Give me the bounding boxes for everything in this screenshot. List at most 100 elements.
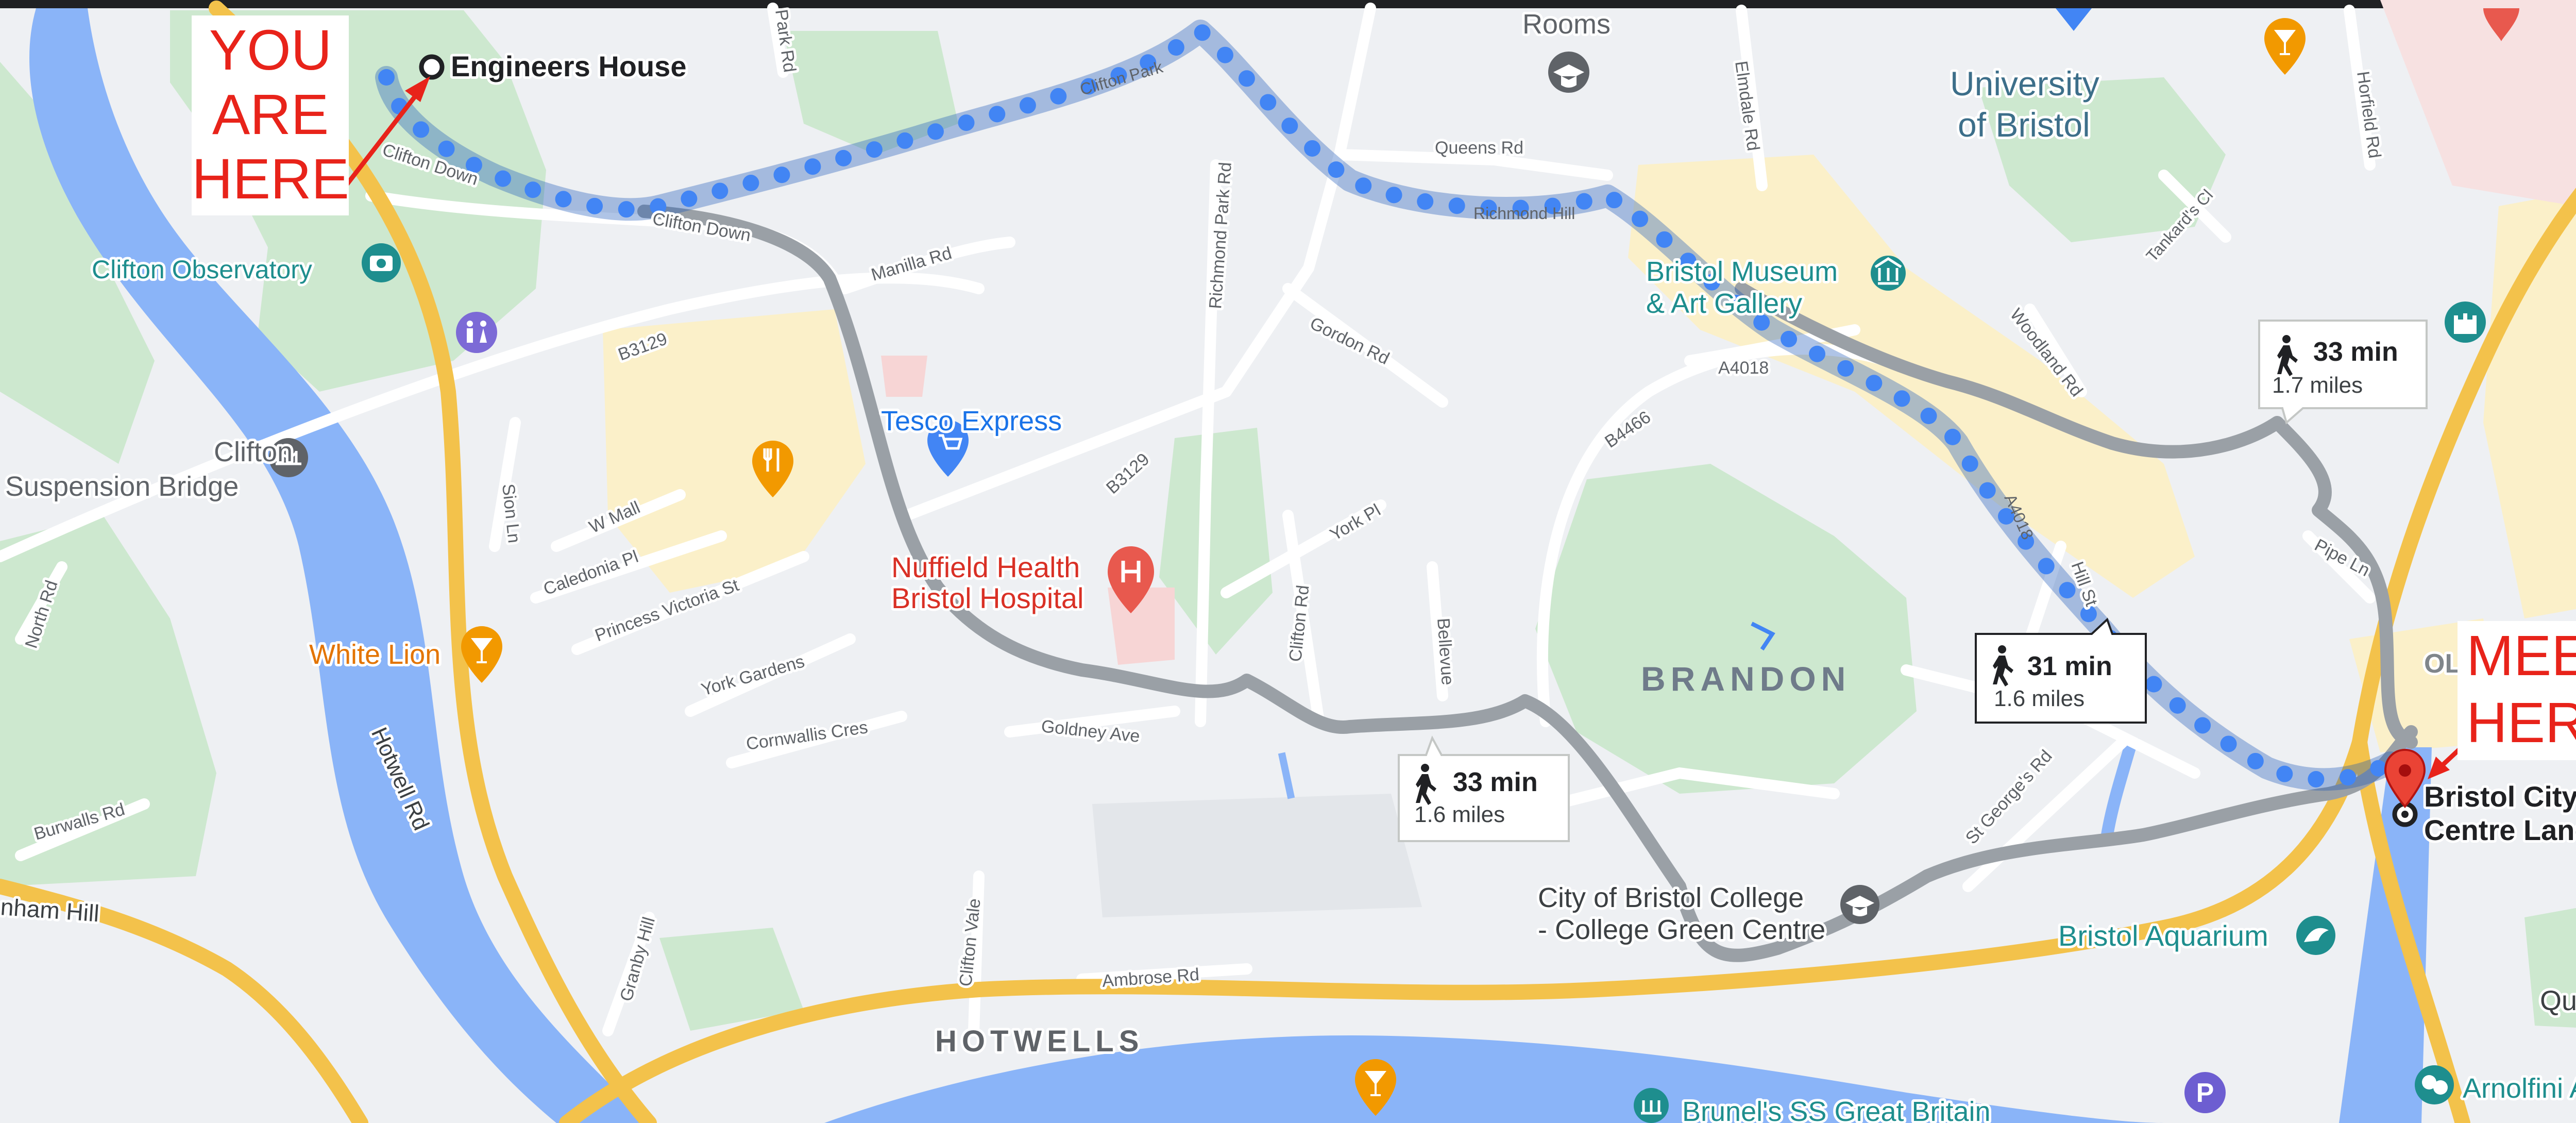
destination-marker[interactable]: [2384, 748, 2426, 827]
label-queen-sq[interactable]: Queen Sq: [2537, 983, 2576, 1019]
label-queens-rd: Queens Rd: [1435, 138, 1523, 158]
label-college-1[interactable]: City of Bristol College: [1535, 880, 1806, 916]
route-callout-south[interactable]: 33 min 1.6 miles: [1398, 735, 1570, 842]
route-callout-active[interactable]: 31 min 1.6 miles: [1975, 617, 2147, 724]
callout-distance: 1.6 miles: [1414, 802, 1505, 827]
label-tesco[interactable]: Tesco Express: [878, 403, 1064, 439]
label-museum-2[interactable]: & Art Gallery: [1643, 286, 1805, 322]
destination-pin-icon[interactable]: [2384, 748, 2426, 809]
callout-distance: 1.7 miles: [2272, 373, 2363, 398]
brandon-hill-park: [1535, 464, 1917, 794]
cocktail-icon-ne[interactable]: [2264, 18, 2306, 75]
queen-square-park: [2524, 908, 2576, 1028]
graduation-cap-icon-college[interactable]: [1840, 885, 1879, 924]
arrow-meet-here-head: [2428, 757, 2450, 779]
bridge-icon[interactable]: [269, 438, 308, 477]
cocktail-icon[interactable]: [461, 626, 502, 683]
museum-icon-ss[interactable]: [1634, 1088, 1669, 1123]
road-richmond-park: [1195, 159, 1222, 727]
road-woodland: [2024, 304, 2087, 397]
marker-ne-icon: [2483, 8, 2519, 41]
road-burwalls: [15, 798, 150, 861]
top-bar: [0, 0, 2576, 8]
alternate-routes: [637, 205, 2418, 962]
meet-here-line-1: MEET: [2466, 624, 2576, 688]
transit-marker-icon: [2056, 8, 2092, 31]
road-goldney: [1004, 706, 1180, 738]
university-green: [1978, 77, 2226, 242]
cocktail-icon-hotwells[interactable]: [1355, 1059, 1396, 1116]
origin-marker[interactable]: [419, 54, 445, 80]
clifton-village: [603, 309, 866, 593]
hospital-icon[interactable]: [1108, 546, 1154, 613]
route-alt-south: [637, 205, 2418, 962]
stream-brandon: [2101, 735, 2139, 836]
block-pink-ne: [2380, 0, 2576, 206]
label-destination-1[interactable]: Bristol City: [2421, 778, 2576, 815]
road-park: [767, 3, 789, 78]
fork-knife-icon[interactable]: [752, 441, 793, 497]
road-cornwallis: [726, 711, 907, 768]
arrow-you-are-here: [338, 89, 422, 195]
label-suspension-bridge-1[interactable]: Clifton: [211, 434, 295, 470]
label-ss-great-britain[interactable]: Brunel's SS Great Britain: [1680, 1094, 1993, 1123]
road-granby: [602, 912, 655, 1036]
shopping-cart-icon[interactable]: [927, 420, 969, 477]
road-b4466: [1536, 343, 1891, 727]
road-princess-victoria: [571, 551, 809, 655]
gorge-park-sw: [0, 515, 216, 886]
callout-box: [1975, 617, 2147, 724]
misc-blocks: [1092, 0, 2576, 917]
road-clifton: [1282, 510, 1325, 727]
label-university-2[interactable]: of Bristol: [1955, 103, 2093, 146]
label-nuffield-1[interactable]: Nuffield Health: [889, 548, 1082, 586]
park-hotwells: [659, 928, 804, 1031]
label-richmond-hill: Richmond Hill: [1473, 204, 1575, 223]
park-areas: [0, 10, 2576, 1031]
park-mid: [1159, 428, 1273, 655]
label-college-2[interactable]: - College Green Centre: [1535, 912, 1828, 948]
road-ambrose: [1076, 963, 1252, 985]
walking-person-icon: [2277, 335, 2298, 376]
parking-icon[interactable]: P: [2184, 1072, 2226, 1113]
dolphin-icon[interactable]: [2296, 916, 2335, 955]
gorge-park-west: [0, 62, 155, 464]
road-w-mall: [551, 489, 686, 552]
road-st-georges: [1962, 736, 2128, 892]
castle-icon[interactable]: [2445, 301, 2486, 343]
road-tankards: [2158, 170, 2231, 243]
grounds-north: [881, 356, 927, 397]
graduation-cap-icon[interactable]: [1548, 52, 1589, 93]
label-destination-2[interactable]: Centre Landing: [2421, 811, 2576, 849]
label-origin[interactable]: Engineers House: [448, 47, 689, 85]
road-harbour: [559, 734, 2367, 1123]
river-avon: [29, 8, 649, 1123]
road-centre-se: [2352, 734, 2470, 1123]
callout-time: 31 min: [2027, 651, 2112, 681]
label-museum-1[interactable]: Bristol Museum: [1643, 254, 1840, 290]
label-suspension-bridge-2[interactable]: Suspension Bridge: [3, 468, 241, 505]
you-are-here-line-2: ARE: [212, 83, 329, 146]
label-arnolfini[interactable]: Arnolfini Arts: [2460, 1070, 2576, 1107]
road-b3129: [0, 272, 985, 562]
label-white-lion[interactable]: White Lion: [307, 636, 443, 673]
label-ol: OL: [2424, 649, 2461, 679]
label-nuffield-2[interactable]: Bristol Hospital: [889, 579, 1086, 617]
callout-time: 33 min: [2313, 337, 2398, 367]
label-clifton-observatory[interactable]: Clifton Observatory: [89, 253, 315, 287]
callout-distance: 1.6 miles: [1994, 686, 2084, 711]
masks-icon[interactable]: [2415, 1065, 2454, 1104]
nuffield-grounds: [1108, 588, 1175, 665]
meet-here-bg: [2458, 621, 2576, 760]
hospital-grounds: [881, 356, 1175, 665]
camera-icon[interactable]: [362, 243, 401, 282]
road-sion: [489, 417, 521, 552]
label-university-1[interactable]: University: [1947, 62, 2102, 105]
route-callout-north[interactable]: 33 min 1.7 miles: [2258, 320, 2428, 425]
toilets-icon[interactable]: [456, 312, 497, 353]
you-are-here-bg: [192, 15, 349, 215]
museum-icon[interactable]: [1871, 256, 1906, 291]
label-aquarium[interactable]: Bristol Aquarium: [2056, 917, 2271, 954]
